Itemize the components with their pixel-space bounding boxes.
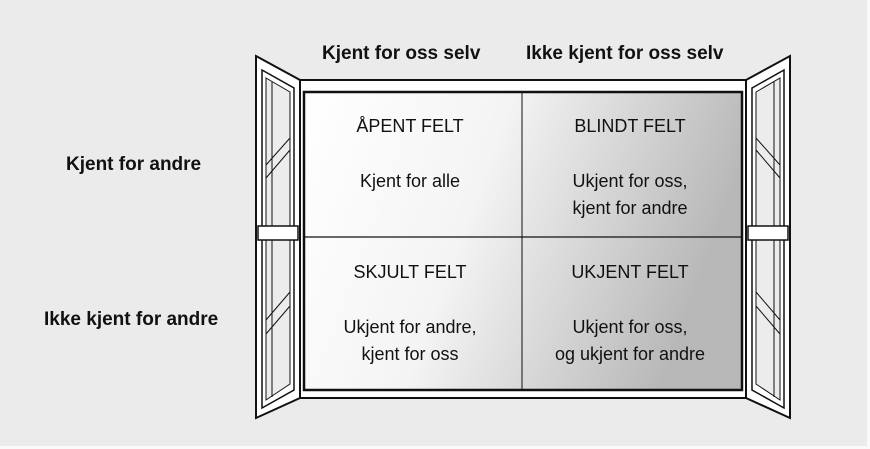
unknown-area-description: Ukjent for oss, og ukjent for andre (520, 314, 740, 368)
hidden-area-title: SKJULT FELT (353, 262, 467, 282)
blind-area-line-1: Ukjent for oss, (572, 171, 688, 191)
blind-area-description: Ukjent for oss, kjent for andre (520, 168, 740, 222)
hidden-area-description: Ukjent for andre, kjent for oss (300, 314, 520, 368)
left-shutter (255, 54, 301, 420)
row-header-known-to-others: Kjent for andre (66, 154, 202, 175)
blind-area-title: BLINDT FELT (574, 116, 686, 136)
unknown-area-title: UKJENT FELT (571, 262, 689, 282)
blind-area-line-2: kjent for andre (572, 198, 688, 218)
unknown-area-line-2: og ukjent for andre (554, 344, 706, 364)
right-shutter (745, 54, 791, 420)
open-area-description: Kjent for alle (300, 168, 520, 195)
hidden-area-line-2: kjent for oss (361, 344, 459, 364)
column-header-known-to-self: Kjent for oss selv (322, 43, 481, 64)
unknown-area-line-1: Ukjent for oss, (572, 317, 688, 337)
row-header-unknown-to-others: Ikke kjent for andre (44, 309, 219, 330)
open-area-title: ÅPENT FELT (356, 116, 464, 136)
column-header-unknown-to-self: Ikke kjent for oss selv (526, 43, 724, 64)
window-glass (304, 92, 742, 390)
open-area-line-1: Kjent for alle (359, 171, 461, 191)
hidden-area-line-1: Ukjent for andre, (343, 317, 477, 337)
